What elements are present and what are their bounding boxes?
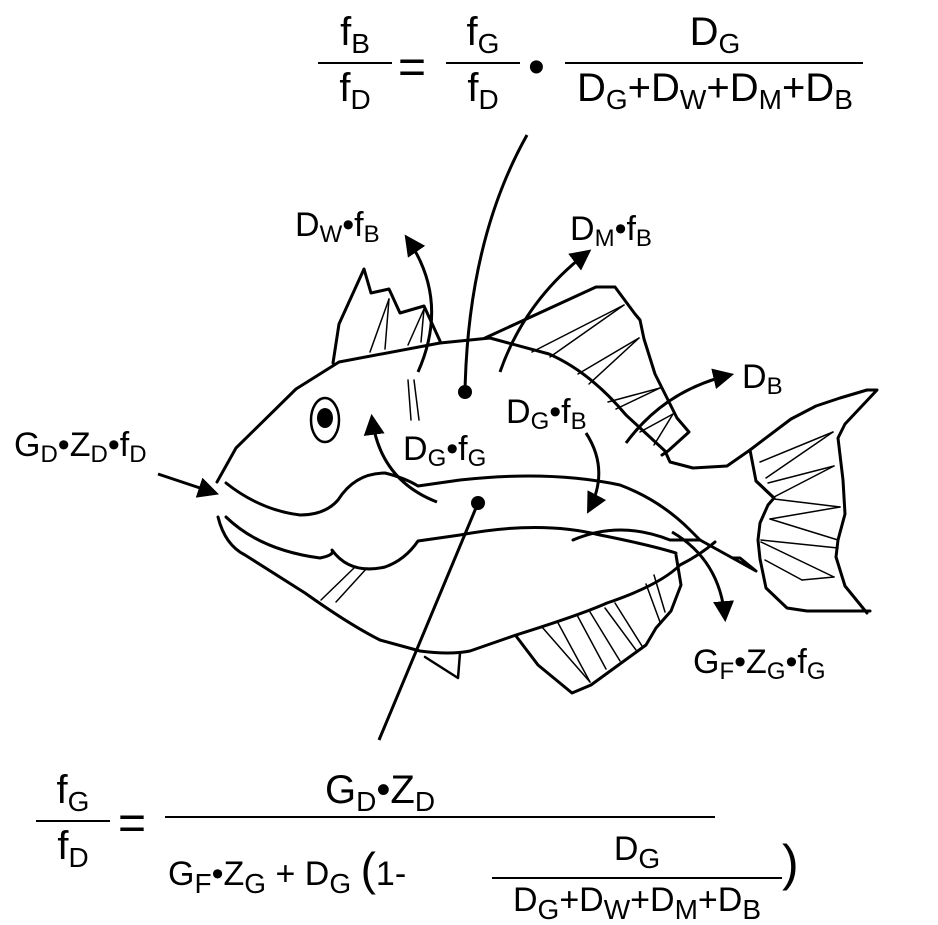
bottom-denominator: GF•ZG + DG (1- xyxy=(168,843,407,899)
fecal-egestion-arrow xyxy=(671,530,735,623)
anal-fin xyxy=(514,553,683,695)
label-gut-to-body: DG•fG xyxy=(403,430,487,472)
label-body-to-gut: DG•fB xyxy=(506,393,587,435)
growth-dilution-arrow xyxy=(624,368,735,444)
bottom-lhs-fraction: fG fD xyxy=(36,770,110,872)
gut-lower-edge xyxy=(224,515,678,571)
bottom-equation-leader xyxy=(377,502,480,741)
metabolism-arrow xyxy=(498,249,592,373)
equals-sign: = xyxy=(398,41,427,94)
bottom-numerator: GD•ZD xyxy=(325,768,436,817)
top-equation-leader xyxy=(463,134,529,393)
body-to-gut-arrow xyxy=(584,432,607,514)
top-lhs-fraction: fB fD xyxy=(318,12,392,114)
label-dietary-uptake: GD•ZD•fD xyxy=(14,426,147,468)
close-paren: ) xyxy=(782,835,799,891)
multiply-dot: • xyxy=(528,41,545,94)
label-metabolism: DM•fB xyxy=(570,210,652,252)
gut-to-body-arrow xyxy=(363,413,438,504)
pelvic-fin xyxy=(423,651,462,680)
dietary-uptake-arrow xyxy=(157,472,219,498)
bottom-main-fraction-bar xyxy=(165,816,715,818)
top-rhs-fraction-1: fG fD xyxy=(446,12,520,114)
equals-sign: = xyxy=(118,797,147,850)
dorsal-soft-fin xyxy=(483,285,691,457)
water-elimination-arrow xyxy=(404,234,434,373)
label-fecal-egestion: GF•ZG•fG xyxy=(693,643,826,685)
bottom-inner-fraction: DG DG+DW+DM+DB xyxy=(492,832,782,924)
top-rhs-fraction-2: DG DG+DW+DM+DB xyxy=(565,12,938,114)
label-water-elimination: DW•fB xyxy=(295,206,380,248)
label-growth-dilution: DB xyxy=(742,358,783,400)
caudal-fin xyxy=(748,388,879,615)
eye-icon xyxy=(309,396,341,444)
dorsal-spiny-fin xyxy=(331,267,442,365)
